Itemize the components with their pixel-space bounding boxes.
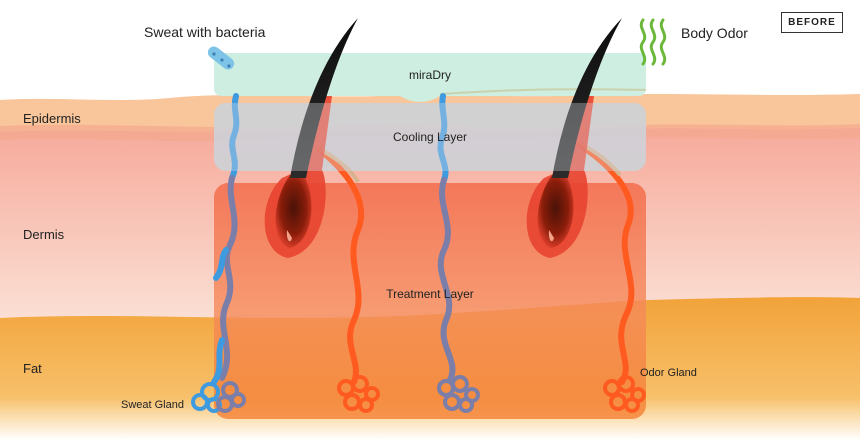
- odor-waves-icon: [639, 18, 667, 66]
- miradry-label: miraDry: [409, 68, 451, 82]
- dermis-label: Dermis: [23, 227, 65, 242]
- odor-gland-right: [603, 375, 646, 413]
- sweat-duct-right: [437, 93, 456, 383]
- cooling-layer-label: Cooling Layer: [392, 130, 468, 144]
- cooling-overlay: [214, 103, 646, 171]
- miradry-band-edge: [439, 88, 647, 95]
- bacteria-icon: [207, 46, 235, 70]
- odor-duct-right: [577, 142, 635, 385]
- odor-gland-label: Odor Gland: [640, 367, 697, 379]
- fat-label: Fat: [23, 361, 42, 376]
- sweat-gland-blue: [191, 381, 246, 413]
- before-button[interactable]: BEFORE: [781, 12, 843, 33]
- odor-gland-left: [337, 375, 380, 413]
- hair-follicle-left: [264, 18, 358, 258]
- odor-duct-left: [317, 147, 365, 385]
- sweat-gland-label: Sweat Gland: [121, 399, 184, 411]
- treatment-layer-label: Treatment Layer: [386, 287, 474, 301]
- body-odor-label: Body Odor: [681, 25, 748, 41]
- sweat-gland-gray: [437, 375, 480, 413]
- hair-follicle-right: [526, 18, 622, 258]
- epidermis-label: Epidermis: [23, 111, 81, 126]
- sweat-with-bacteria-label: Sweat with bacteria: [144, 24, 266, 40]
- sweat-duct-left: [211, 93, 240, 385]
